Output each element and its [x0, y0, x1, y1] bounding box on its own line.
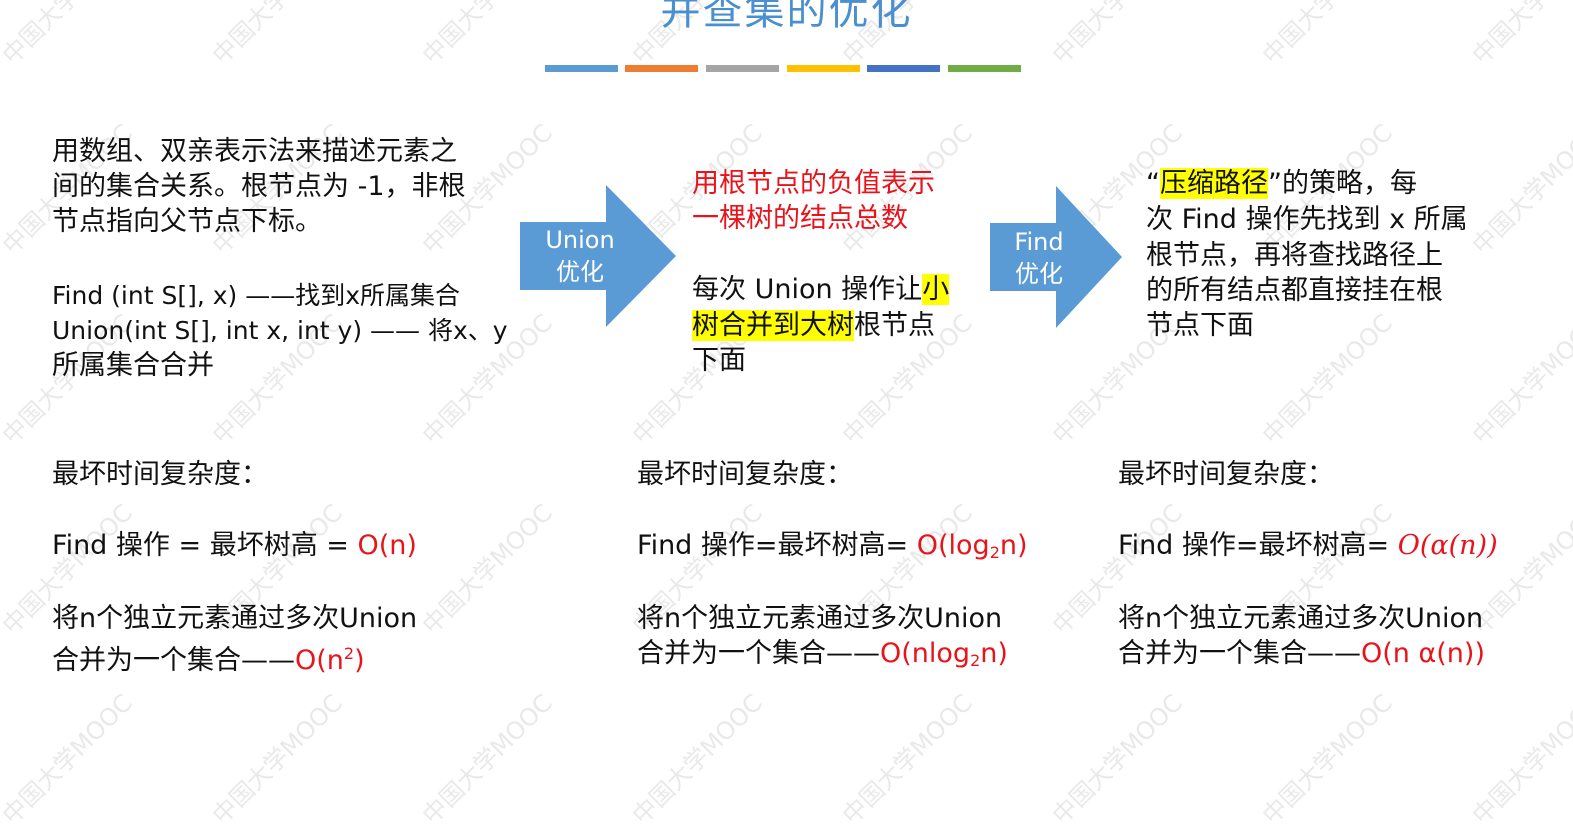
union-arrow-icon	[520, 185, 676, 327]
col3-worst-label: 最坏时间复杂度：	[1118, 459, 1334, 490]
union-arrow-label: Union 优化	[530, 224, 630, 288]
col1-find-complexity: Find 操作 = 最坏树高 = O(n)	[52, 528, 417, 563]
find-op-text: Find 操作 = 最坏树高 =	[52, 530, 358, 561]
union-value-tail: )	[354, 645, 365, 676]
find-op-text: Find 操作=最坏树高=	[637, 530, 917, 561]
union-value: O(n α(n))	[1361, 638, 1485, 669]
col3-para-line: 根节点，再将查找路径上	[1146, 240, 1443, 271]
find-op-value-b: n)	[999, 530, 1028, 561]
accent-bar	[545, 65, 618, 72]
find-op-value-a: O(log	[916, 530, 990, 561]
slide: 并查集的优化 用数组、双亲表示法来描述元素之 间的集合关系。根节点为 -1，非根…	[52, 0, 1498, 678]
col3-union-line: 将n个独立元素通过多次Union	[1118, 603, 1484, 634]
col2-highlight: 树合并到大树	[692, 310, 854, 341]
col3-para-text: ”的策略，每	[1268, 168, 1417, 199]
accent-bar	[787, 65, 860, 72]
accent-bar	[625, 65, 698, 72]
union-value: O(nlog2n)	[880, 638, 1008, 670]
find-arrow-label: Find 优化	[994, 226, 1084, 290]
arrow-label-line: 优化	[556, 258, 604, 286]
col2-para-text: 根节点	[854, 310, 935, 341]
col3-para-line: 次 Find 操作先找到 x 所属	[1146, 204, 1468, 235]
accent-bar	[948, 65, 1021, 72]
find-arrow-icon	[990, 186, 1122, 328]
col2-red-line: 用根节点的负值表示	[692, 168, 935, 199]
union-definition: Union(int S[], int x, int y) —— 将x、y	[52, 316, 508, 345]
col3-para-line: “压缩路径”的策略，每	[1146, 166, 1417, 201]
col2-union-complexity: 合并为一个集合——O(nlog2n)	[637, 636, 1008, 678]
col1-desc-line: 间的集合关系。根节点为 -1，非根	[52, 171, 466, 202]
col2-union-line: 将n个独立元素通过多次Union	[637, 603, 1003, 634]
col3-union-complexity: 合并为一个集合——O(n α(n))	[1118, 636, 1485, 671]
col1-worst-label: 最坏时间复杂度：	[52, 459, 268, 490]
col2-para-line: 每次 Union 操作让小	[692, 272, 950, 307]
union-value-a: O(nlog	[880, 638, 971, 669]
union-text: 合并为一个集合——	[637, 638, 880, 669]
arrow-label-line: Find	[1014, 228, 1064, 256]
find-op-text: Find 操作=最坏树高=	[1118, 530, 1398, 561]
col1-desc-line: 节点指向父节点下标。	[52, 206, 322, 237]
find-op-value-sub: 2	[989, 543, 1000, 562]
col3-quote: “	[1146, 168, 1160, 199]
union-text: 合并为一个集合——	[52, 645, 295, 676]
col2-find-complexity: Find 操作=最坏树高= O(log2n)	[637, 528, 1028, 570]
col3-highlight: 压缩路径	[1160, 168, 1268, 199]
col3-para-line: 节点下面	[1146, 310, 1254, 341]
arrow-label-line: 优化	[1015, 260, 1063, 288]
col2-para-line: 树合并到大树根节点	[692, 308, 935, 343]
union-definition-cont: 所属集合合并	[52, 350, 214, 381]
union-text: 合并为一个集合——	[1118, 638, 1361, 669]
col2-highlight: 小	[922, 274, 950, 305]
union-value-exp: 2	[343, 644, 355, 663]
col1-desc-line: 用数组、双亲表示法来描述元素之	[52, 136, 457, 167]
union-value-base: O(n	[295, 645, 344, 676]
col3-find-complexity: Find 操作=最坏树高= O(α(n))	[1118, 528, 1498, 563]
col3-para-line: 的所有结点都直接挂在根	[1146, 275, 1443, 306]
accent-bar	[706, 65, 779, 72]
arrow-label-line: Union	[545, 226, 615, 254]
col2-para-text: 每次 Union 操作让	[692, 274, 923, 305]
union-value: O(n2)	[295, 644, 365, 676]
find-op-value: O(α(n))	[1397, 530, 1498, 561]
col1-union-complexity: 合并为一个集合——O(n2)	[52, 636, 365, 678]
col2-para-line: 下面	[692, 345, 746, 376]
col2-worst-label: 最坏时间复杂度：	[637, 459, 853, 490]
slide-title: 并查集的优化	[660, 0, 913, 34]
accent-bar	[867, 65, 940, 72]
find-op-value: O(n)	[357, 530, 417, 561]
col2-red-line: 一棵树的结点总数	[692, 203, 908, 234]
find-op-value: O(log2n)	[916, 530, 1028, 562]
find-definition: Find (int S[], x) ——找到x所属集合	[52, 281, 461, 310]
union-value-b: n)	[980, 638, 1008, 669]
union-value-sub: 2	[970, 651, 981, 670]
col1-union-line: 将n个独立元素通过多次Union	[52, 603, 418, 634]
